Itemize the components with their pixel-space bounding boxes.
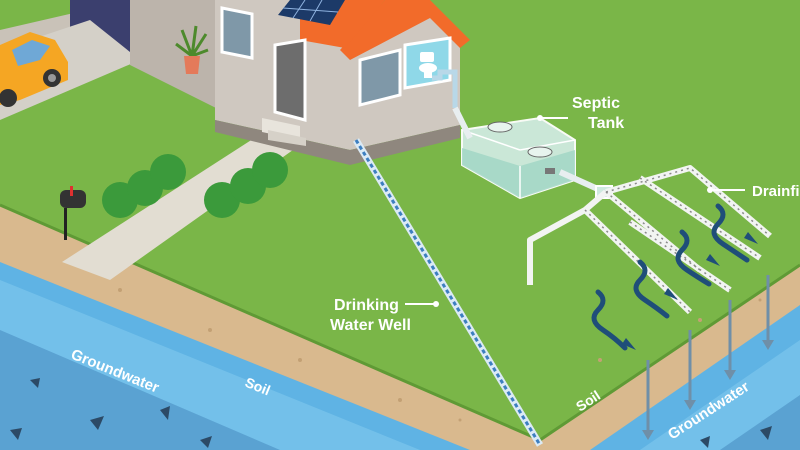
- potted-plant-icon: [175, 25, 209, 74]
- well-label-line2: Water Well: [330, 317, 411, 334]
- drainfield-label: Drainfi: [752, 183, 800, 200]
- bushes-right: [204, 152, 288, 218]
- solar-panel-icon: [278, 0, 345, 25]
- percolation-arrows: [591, 203, 750, 351]
- septic-tank: [461, 116, 576, 200]
- window: [220, 6, 254, 60]
- infiltration-arrows: [646, 275, 770, 430]
- walkway: [62, 128, 300, 280]
- well-label-line1: Drinking: [334, 297, 399, 314]
- car-icon: [0, 32, 68, 107]
- toilet-icon: [419, 52, 437, 78]
- outlet-pipe: [558, 169, 602, 193]
- bathroom-window: [403, 36, 452, 90]
- bedrock-texture: [10, 378, 212, 448]
- septic-tank-label-line2: Tank: [588, 115, 624, 132]
- septic-tank-label-line1: Septic: [572, 95, 620, 112]
- front-door: [273, 38, 307, 122]
- house: [130, 0, 470, 165]
- window: [358, 48, 402, 107]
- bushes-left: [102, 154, 186, 218]
- mailbox-icon: [60, 186, 86, 240]
